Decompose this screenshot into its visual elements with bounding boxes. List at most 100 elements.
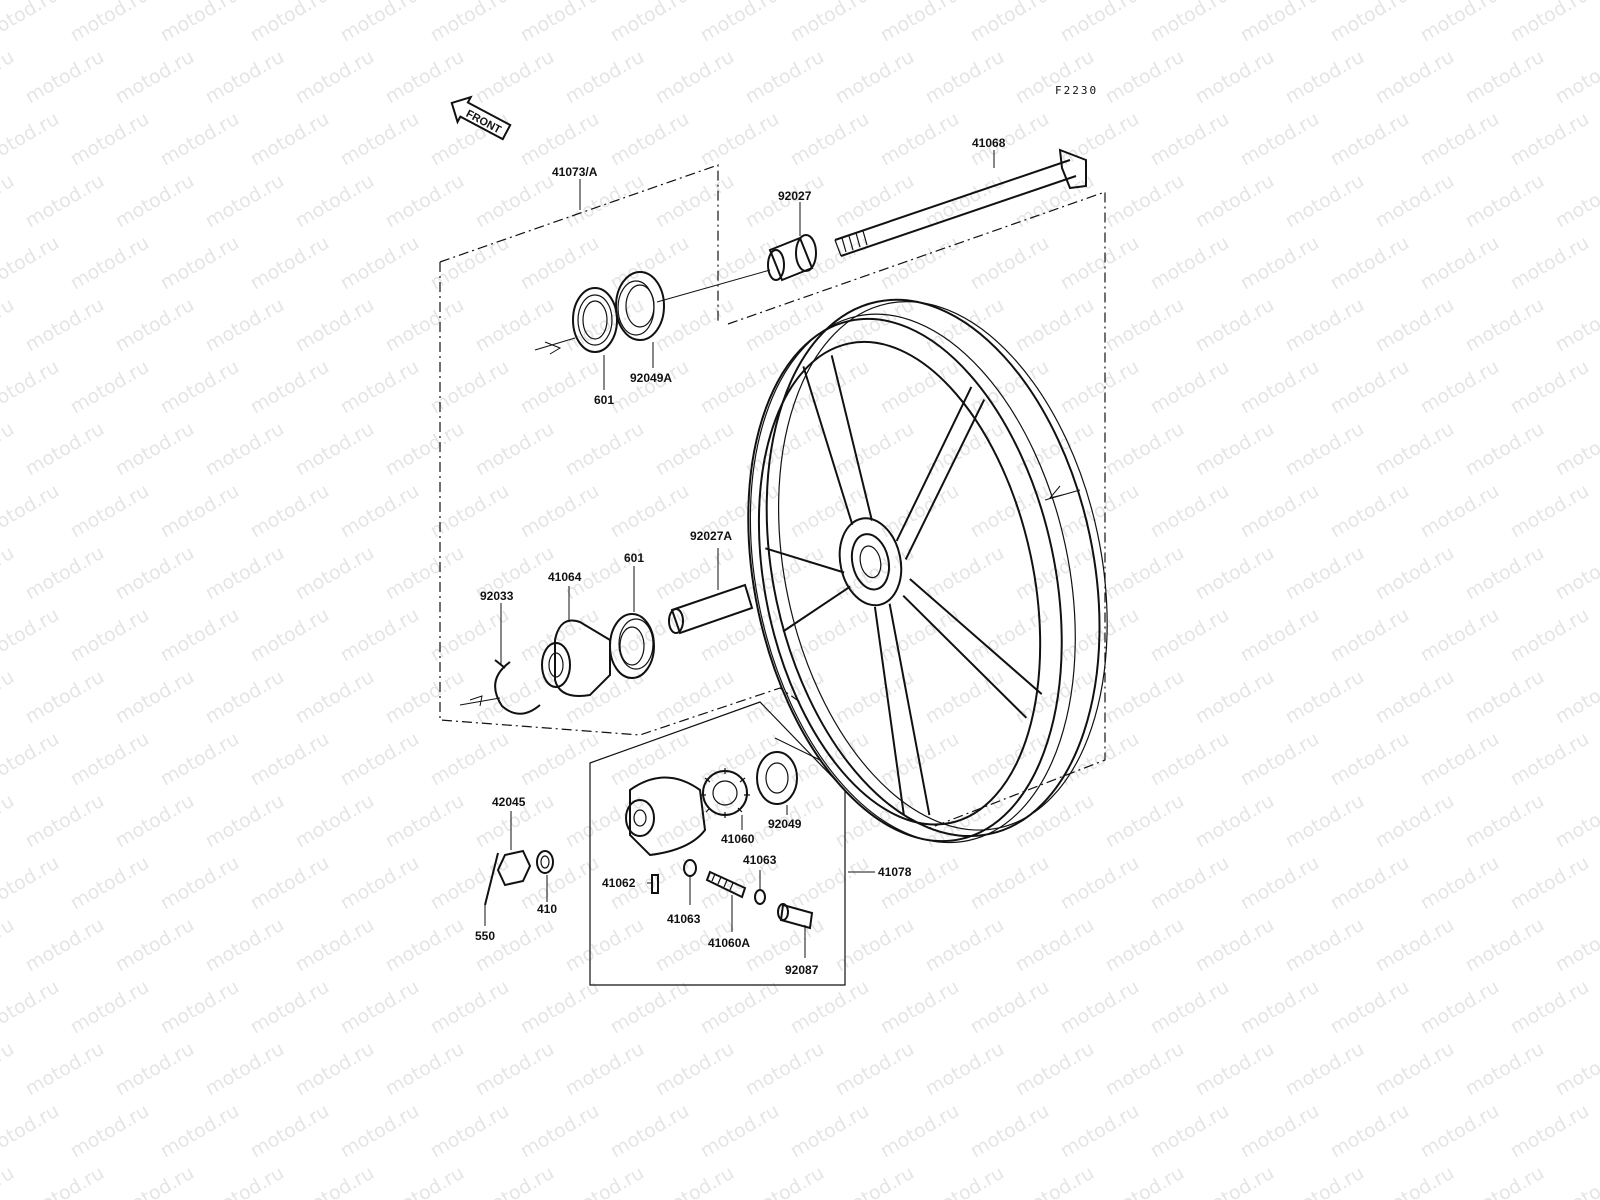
watermark-text: motod.ru	[472, 170, 558, 233]
watermark-text: motod.ru	[967, 852, 1053, 915]
watermark-text: motod.ru	[877, 976, 963, 1039]
watermark-text: motod.ru	[1057, 480, 1143, 543]
watermark-text: motod.ru	[1192, 666, 1278, 729]
watermark-text: motod.ru	[337, 728, 423, 791]
watermark-text: motod.ru	[112, 418, 198, 481]
label-92027A: 92027A	[690, 529, 732, 543]
watermark-text: motod.ru	[67, 356, 153, 419]
label-550: 550	[475, 929, 495, 943]
watermark-text: motod.ru	[517, 232, 603, 295]
watermark-text: motod.ru	[1327, 108, 1413, 171]
watermark-text: motod.ru	[877, 232, 963, 295]
watermark-text: motod.ru	[1282, 790, 1368, 853]
watermark-text: motod.ru	[1012, 1162, 1098, 1200]
watermark-text: motod.ru	[0, 604, 63, 667]
watermark-text: motod.ru	[22, 170, 108, 233]
watermark-text: motod.ru	[877, 0, 963, 46]
watermark-text: motod.ru	[562, 914, 648, 977]
label-41063-b: 41063	[667, 912, 701, 926]
watermark-text: motod.ru	[1192, 790, 1278, 853]
watermark-text: motod.ru	[1282, 418, 1368, 481]
seal-92049	[756, 751, 798, 805]
watermark-text: motod.ru	[112, 46, 198, 109]
watermark-text: motod.ru	[112, 542, 198, 605]
watermark-text: motod.ru	[1372, 170, 1458, 233]
watermark-text: motod.ru	[562, 666, 648, 729]
label-92049A: 92049A	[630, 371, 672, 385]
part-labels: 41068 92027 41073/A 601 92049A 92027A 60…	[475, 136, 1006, 977]
watermark-text: motod.ru	[292, 294, 378, 357]
watermark-text: motod.ru	[1417, 728, 1503, 791]
watermark-text: motod.ru	[652, 418, 738, 481]
watermark-text: motod.ru	[1552, 418, 1600, 481]
label-92087: 92087	[785, 963, 819, 977]
watermark-text: motod.ru	[517, 108, 603, 171]
watermark-text: motod.ru	[337, 604, 423, 667]
label-601-mid: 601	[624, 551, 644, 565]
watermark-text: motod.ru	[742, 1162, 828, 1200]
watermark-text: motod.ru	[337, 108, 423, 171]
watermark-text: motod.ru	[157, 852, 243, 915]
watermark-text: motod.ru	[967, 728, 1053, 791]
watermark-text: motod.ru	[1282, 46, 1368, 109]
watermark-text: motod.ru	[337, 480, 423, 543]
watermark-text: motod.ru	[202, 170, 288, 233]
watermark-text: motod.ru	[1507, 728, 1593, 791]
watermark-text: motod.ru	[652, 46, 738, 109]
watermark-text: motod.ru	[1057, 1100, 1143, 1163]
watermark-text: motod.ru	[877, 852, 963, 915]
watermark-text: motod.ru	[157, 1100, 243, 1163]
watermark-text: motod.ru	[67, 480, 153, 543]
watermark-text: motod.ru	[787, 108, 873, 171]
watermark-text: motod.ru	[832, 1038, 918, 1101]
watermark-text: motod.ru	[1372, 914, 1458, 977]
circlip-92033	[494, 659, 541, 715]
watermark-text: motod.ru	[1147, 480, 1233, 543]
watermark-text: motod.ru	[742, 294, 828, 357]
watermark-text: motod.ru	[1327, 1100, 1413, 1163]
watermark-text: motod.ru	[562, 1162, 648, 1200]
watermark-text: motod.ru	[1147, 108, 1233, 171]
watermark-text: motod.ru	[832, 666, 918, 729]
watermark-text: motod.ru	[967, 976, 1053, 1039]
watermark-text: motod.ru	[247, 1100, 333, 1163]
watermark-text: motod.ru	[517, 604, 603, 667]
watermark-text: motod.ru	[1012, 1038, 1098, 1101]
watermark-text: motod.ru	[0, 666, 18, 729]
pinion-41060A	[705, 870, 747, 899]
watermark-text: motod.ru	[22, 418, 108, 481]
watermark-text: motod.ru	[922, 170, 1008, 233]
watermark-text: motod.ru	[202, 790, 288, 853]
axle-41068	[834, 148, 1087, 257]
label-92049: 92049	[768, 817, 802, 831]
watermark-text: motod.ru	[1507, 0, 1593, 46]
watermark-text: motod.ru	[1327, 604, 1413, 667]
watermark-text: motod.ru	[562, 1038, 648, 1101]
watermark-text: motod.ru	[1597, 480, 1600, 543]
watermark-text: motod.ru	[787, 480, 873, 543]
watermark-text: motod.ru	[922, 1038, 1008, 1101]
watermark-text: motod.ru	[922, 790, 1008, 853]
watermark-text: motod.ru	[1462, 542, 1548, 605]
watermark-text: motod.ru	[112, 666, 198, 729]
watermark-text: motod.ru	[382, 294, 468, 357]
watermark-text: motod.ru	[247, 976, 333, 1039]
watermark-text: motod.ru	[922, 666, 1008, 729]
watermark-text: motod.ru	[0, 480, 63, 543]
watermark-text: motod.ru	[1102, 914, 1188, 977]
watermark-text: motod.ru	[202, 294, 288, 357]
watermark-text: motod.ru	[1237, 480, 1323, 543]
gearbox-housing	[625, 776, 707, 857]
watermark-text: motod.ru	[517, 0, 603, 46]
watermark-text: motod.ru	[382, 1162, 468, 1200]
watermark-text: motod.ru	[607, 232, 693, 295]
label-42045: 42045	[492, 795, 526, 809]
watermark-text: motod.ru	[0, 46, 18, 109]
watermark-text: motod.ru	[22, 542, 108, 605]
watermark-text: motod.ru	[382, 46, 468, 109]
watermark-text: motod.ru	[1192, 294, 1278, 357]
watermark-text: motod.ru	[202, 1038, 288, 1101]
watermark-text: motod.ru	[0, 976, 63, 1039]
watermark-text: motod.ru	[832, 170, 918, 233]
watermark-text: motod.ru	[697, 1100, 783, 1163]
